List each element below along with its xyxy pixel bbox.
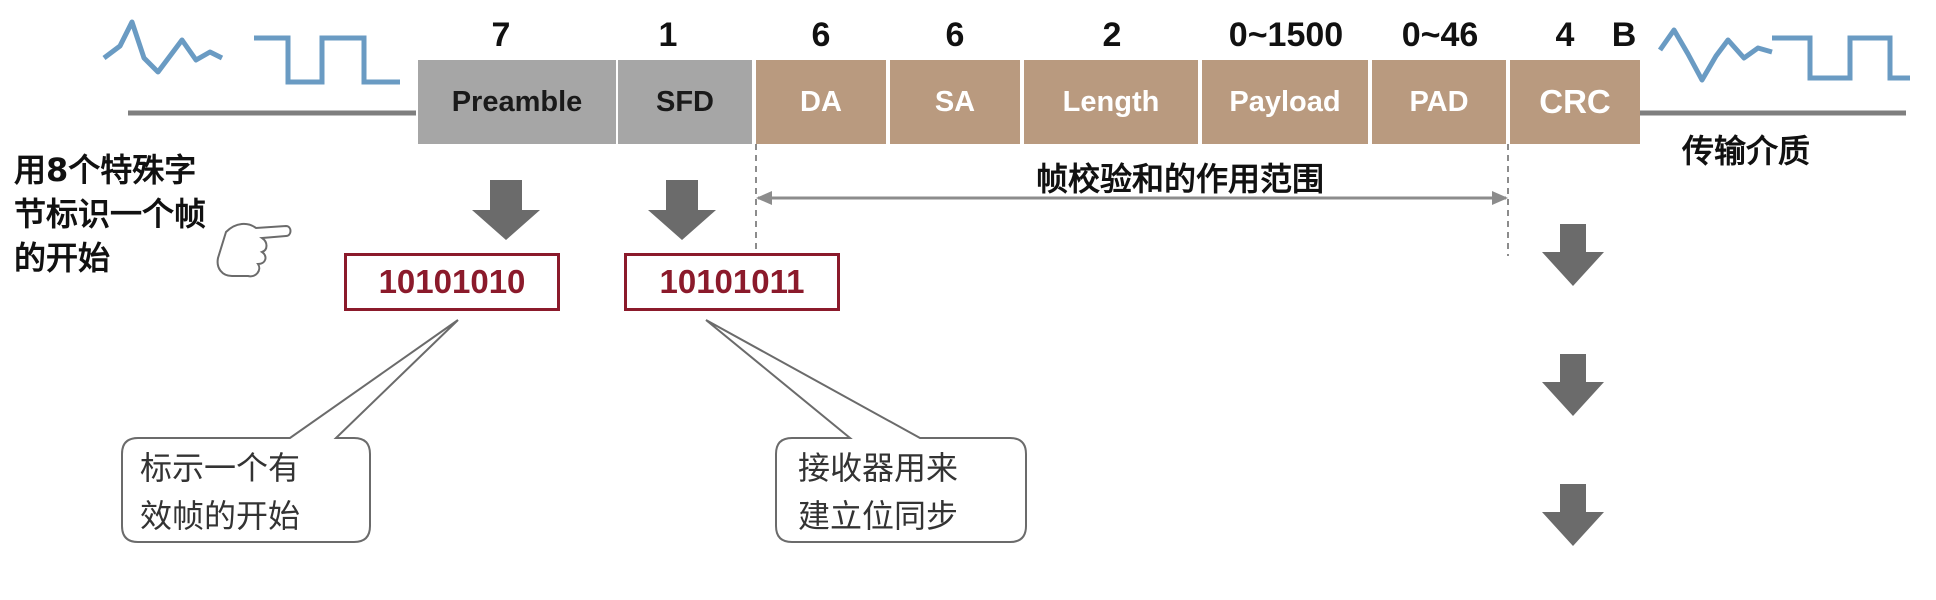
field-length: Length	[1024, 60, 1198, 144]
preamble-code-box: 10101010	[344, 253, 560, 311]
preamble-callout-text: 标示一个有 效帧的开始	[140, 444, 300, 540]
down-arrow-icon	[648, 180, 716, 240]
sfd-size-label: 1	[658, 16, 678, 54]
sfd-callout-line-1: 接收器用来	[798, 449, 959, 487]
pointing-hand-icon	[216, 222, 292, 278]
field-sa: SA	[890, 60, 1020, 144]
unit-label: B	[1611, 16, 1637, 54]
range-arrow-left	[756, 191, 772, 205]
preamble-callout-line-2: 效帧的开始	[140, 497, 301, 535]
pad-size-label: 0~46	[1401, 16, 1479, 54]
preamble-callout-line-1: 标示一个有	[140, 449, 301, 487]
down-arrow-icon	[472, 180, 540, 240]
field-da: DA	[756, 60, 886, 144]
sa-size-label: 6	[945, 16, 965, 54]
medium-label: 传输介质	[1682, 132, 1811, 170]
preamble-size-label: 7	[491, 16, 511, 54]
sfd-callout-bubble	[705, 319, 1027, 543]
sfd-callout-line-2: 建立位同步	[798, 497, 959, 535]
left-note-line-1: 用8个特殊字	[14, 151, 197, 189]
payload-size-label: 0~1500	[1228, 16, 1344, 54]
analog-signal-icon	[102, 19, 224, 75]
down-arrow-icon	[1542, 224, 1604, 286]
length-size-label: 2	[1102, 16, 1122, 54]
left-note-line-2: 节标识一个帧	[14, 195, 207, 233]
da-size-label: 6	[811, 16, 831, 54]
down-arrow-icon	[1542, 484, 1604, 546]
down-arrow-icon	[1542, 354, 1604, 416]
preamble-callout-bubble	[121, 319, 459, 543]
digital-signal-icon	[254, 35, 400, 85]
left-note-line-3: 的开始	[14, 239, 111, 277]
field-crc: CRC	[1510, 60, 1640, 144]
sfd-code-box: 10101011	[624, 253, 840, 311]
sfd-callout-text: 接收器用来 建立位同步	[798, 444, 958, 540]
crc-size-label: 4	[1555, 16, 1575, 54]
range-arrow-right	[1492, 191, 1508, 205]
field-preamble: Preamble	[418, 60, 616, 144]
analog-signal-icon-right	[1657, 27, 1773, 83]
field-pad: PAD	[1372, 60, 1506, 144]
field-sfd: SFD	[618, 60, 752, 144]
field-payload: Payload	[1202, 60, 1368, 144]
digital-signal-icon-right	[1772, 35, 1910, 81]
checksum-range-label: 帧校验和的作用范围	[1035, 160, 1324, 198]
left-note: 用8个特殊字 节标识一个帧 的开始	[14, 148, 244, 280]
